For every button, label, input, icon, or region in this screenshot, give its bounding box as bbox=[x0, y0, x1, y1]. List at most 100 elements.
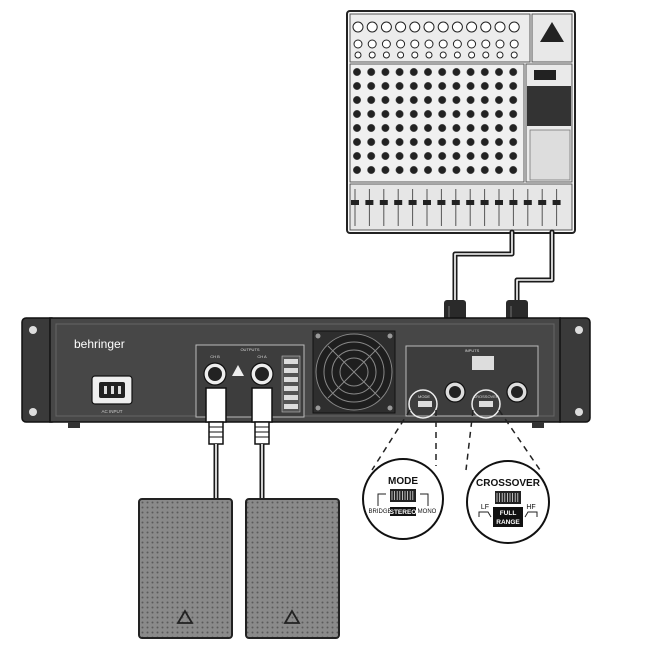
panel-label bbox=[284, 368, 298, 373]
knob-icon bbox=[509, 123, 518, 133]
knob-icon bbox=[438, 109, 447, 119]
line-jack-icon bbox=[410, 39, 420, 49]
knob-icon bbox=[494, 81, 504, 91]
mode-option-bridge: BRIDGE bbox=[368, 509, 391, 515]
knob-icon bbox=[367, 95, 376, 105]
xlr-jack-icon bbox=[494, 21, 506, 33]
knob-icon bbox=[423, 123, 433, 133]
output-b-label: CH B bbox=[210, 354, 220, 359]
fader-cap-icon bbox=[523, 200, 532, 205]
mixer-faders bbox=[351, 189, 561, 226]
knob-icon bbox=[395, 81, 404, 91]
knob-icon bbox=[381, 137, 390, 147]
panel-label bbox=[284, 359, 298, 364]
knob-icon bbox=[423, 151, 433, 161]
knob-icon bbox=[480, 67, 489, 77]
knob-icon bbox=[423, 137, 433, 147]
knob-icon bbox=[494, 137, 504, 147]
fader-cap-icon bbox=[351, 200, 359, 205]
line-jack-icon bbox=[481, 39, 491, 49]
line-jack-icon bbox=[396, 39, 406, 49]
knob-icon bbox=[395, 67, 404, 77]
knob-icon bbox=[494, 67, 504, 77]
fader-cap-icon bbox=[379, 200, 388, 205]
insert-jack-icon bbox=[397, 51, 405, 59]
brand-logo: behringer bbox=[74, 337, 125, 351]
knob-icon bbox=[409, 67, 418, 77]
knob-icon bbox=[395, 109, 404, 119]
knob-icon bbox=[367, 137, 376, 147]
mode-selected-highlight bbox=[390, 507, 416, 516]
knob-icon bbox=[352, 67, 362, 77]
knob-icon bbox=[494, 95, 504, 105]
insert-jack-icon bbox=[468, 51, 476, 59]
knob-icon bbox=[480, 137, 489, 147]
crossover-switch-body bbox=[495, 491, 521, 504]
knob-icon bbox=[452, 67, 461, 77]
crossover-hf-label: HF bbox=[526, 504, 535, 511]
fader-cap-icon bbox=[423, 200, 431, 205]
knob-icon bbox=[466, 165, 475, 175]
mode-callout: MODE BRIDGE STEREO MONO bbox=[362, 458, 444, 540]
outputs-label: OUTPUTS bbox=[240, 347, 259, 352]
panel-label bbox=[284, 395, 298, 400]
knob-icon bbox=[466, 151, 475, 161]
knob-icon bbox=[367, 109, 376, 119]
crossover-small-label: CROSSOVER bbox=[473, 394, 499, 399]
knob-icon bbox=[352, 137, 362, 147]
knob-icon bbox=[367, 67, 376, 77]
knob-icon bbox=[352, 95, 362, 105]
knob-icon bbox=[367, 165, 376, 175]
knob-icon bbox=[494, 123, 504, 133]
knob-icon bbox=[494, 165, 504, 175]
knob-icon bbox=[466, 67, 475, 77]
knob-icon bbox=[395, 123, 404, 133]
knob-icon bbox=[352, 151, 362, 161]
insert-jack-icon bbox=[482, 51, 490, 59]
crossover-selected-line2: RANGE bbox=[496, 519, 520, 526]
callout-lines bbox=[371, 409, 541, 471]
mode-option-mono: MONO bbox=[418, 509, 437, 515]
knob-icon bbox=[480, 123, 489, 133]
knob-icon bbox=[466, 95, 475, 105]
mixer bbox=[346, 10, 576, 234]
line-jack-icon bbox=[367, 39, 377, 49]
cooling-fan bbox=[312, 330, 396, 414]
knob-icon bbox=[409, 165, 418, 175]
knob-icon bbox=[438, 137, 447, 147]
knob-icon bbox=[466, 137, 475, 147]
mixer-to-amp-cables bbox=[452, 229, 555, 303]
knob-icon bbox=[509, 67, 518, 77]
knob-icon bbox=[381, 151, 390, 161]
knob-icon bbox=[438, 151, 447, 161]
line-jack-icon bbox=[353, 39, 363, 49]
line-jack-icon bbox=[467, 39, 477, 49]
knob-icon bbox=[381, 67, 390, 77]
line-jack-icon bbox=[381, 39, 391, 49]
mode-switch-small bbox=[418, 401, 432, 407]
warning-triangle-icon bbox=[540, 22, 564, 42]
mixer-input-jacks bbox=[352, 21, 520, 59]
insert-jack-icon bbox=[382, 51, 390, 59]
knob-icon bbox=[423, 67, 433, 77]
xlr-jack-icon bbox=[451, 21, 463, 33]
knob-icon bbox=[438, 95, 447, 105]
speaker-logo-icon bbox=[176, 609, 194, 624]
knob-icon bbox=[452, 109, 461, 119]
knob-icon bbox=[367, 81, 376, 91]
speaker-cables bbox=[205, 387, 273, 500]
knob-icon bbox=[452, 123, 461, 133]
speakon-plug-right bbox=[251, 387, 273, 445]
fader-cap-icon bbox=[365, 200, 374, 205]
xlr-jack-icon bbox=[437, 21, 449, 33]
fader-cap-icon bbox=[480, 200, 489, 205]
knob-icon bbox=[466, 81, 475, 91]
xlr-jack-icon bbox=[380, 21, 392, 33]
fader-cap-icon bbox=[394, 200, 403, 205]
mode-option-stereo: STEREO bbox=[390, 509, 417, 516]
knob-icon bbox=[395, 95, 404, 105]
line-jack-icon bbox=[438, 39, 448, 49]
speakon-plug-left bbox=[205, 387, 227, 445]
knob-icon bbox=[409, 137, 418, 147]
knob-icon bbox=[480, 95, 489, 105]
